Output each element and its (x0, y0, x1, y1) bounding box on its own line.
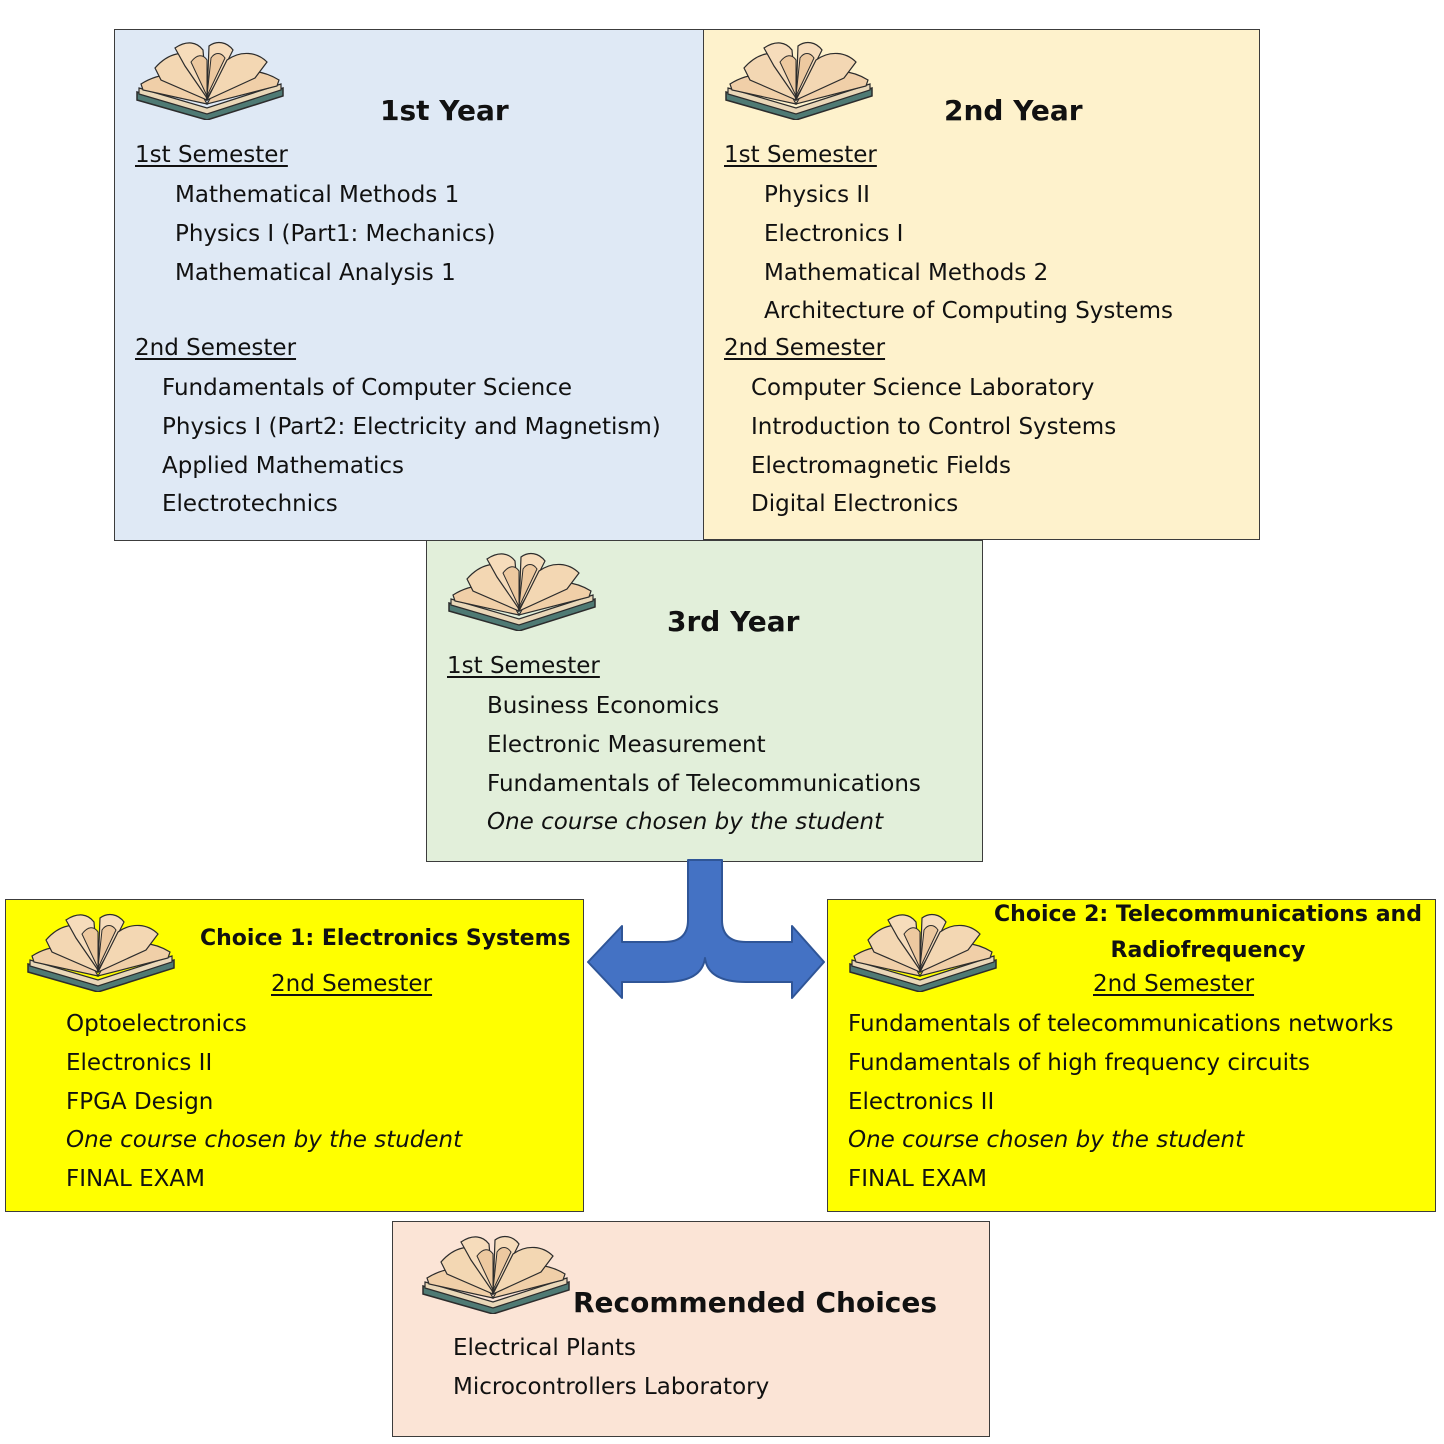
open-book-icon (26, 910, 176, 992)
open-book-icon (848, 910, 998, 992)
course-item: Fundamentals of Telecommunications (487, 770, 921, 797)
course-item: One course chosen by the student (848, 1127, 1245, 1154)
course-item: Electronic Measurement (487, 731, 766, 758)
year1-sem1-label: 1st Semester (135, 142, 288, 168)
choice2-title: Choice 2: Telecommunications and Radiofr… (988, 897, 1428, 969)
open-book-icon (447, 549, 597, 631)
course-item: Applied Mathematics (162, 452, 404, 479)
course-item: Digital Electronics (751, 491, 959, 518)
choice2-box: Choice 2: Telecommunications and Radiofr… (827, 899, 1436, 1212)
course-item: Microcontrollers Laboratory (453, 1373, 770, 1400)
course-item: FPGA Design (66, 1088, 214, 1115)
open-book-icon (724, 38, 874, 120)
choice1-title: Choice 1: Electronics Systems (200, 926, 571, 951)
recommended-courses: Electrical Plants Microcontrollers Labor… (453, 1329, 769, 1407)
course-item: Electrotechnics (162, 491, 338, 518)
year1-title: 1st Year (380, 94, 509, 127)
course-item: Physics I (Part2: Electricity and Magnet… (162, 413, 661, 440)
course-item: Electrical Plants (453, 1335, 636, 1361)
choice2-courses: Fundamentals of telecommunications netwo… (848, 1005, 1394, 1199)
choice2-title-line2: Radiofrequency (1110, 938, 1306, 963)
course-item: Mathematical Methods 2 (764, 259, 1049, 286)
course-item: Electromagnetic Fields (751, 452, 1012, 479)
course-item: Computer Science Laboratory (751, 375, 1095, 401)
course-item: Introduction to Control Systems (751, 413, 1117, 440)
course-item: One course chosen by the student (66, 1127, 463, 1154)
recommended-box: Recommended Choices Electrical Plants Mi… (392, 1221, 990, 1437)
course-item: FINAL EXAM (848, 1166, 987, 1193)
course-item: Fundamentals of Computer Science (162, 375, 573, 401)
choice1-box: Choice 1: Electronics Systems 2nd Semest… (5, 899, 584, 1212)
year3-title: 3rd Year (667, 605, 800, 638)
course-item: Fundamentals of high frequency circuits (848, 1049, 1310, 1076)
year1-sem2-courses: Fundamentals of Computer Science Physics… (162, 369, 661, 524)
course-item: Mathematical Analysis 1 (175, 259, 456, 286)
fork-arrow (587, 859, 825, 999)
course-item: Physics I (Part1: Mechanics) (175, 220, 496, 247)
course-item: One course chosen by the student (487, 809, 884, 836)
recommended-title: Recommended Choices (573, 1286, 938, 1319)
course-item: Architecture of Computing Systems (764, 298, 1173, 325)
year2-title: 2nd Year (944, 94, 1083, 127)
choice2-sem-label: 2nd Semester (1093, 971, 1255, 997)
year1-box: 1st Year 1st Semester Mathematical Metho… (114, 29, 704, 541)
year3-box: 3rd Year 1st Semester Business Economics… (426, 540, 983, 862)
choice1-courses: Optoelectronics Electronics II FPGA Desi… (66, 1005, 462, 1199)
course-item: Optoelectronics (66, 1011, 247, 1037)
course-item: Electronics II (66, 1049, 213, 1076)
course-item: Business Economics (487, 693, 720, 719)
year3-sem1-label: 1st Semester (447, 653, 600, 679)
open-book-icon (421, 1232, 571, 1314)
course-item: Electronics I (764, 220, 904, 247)
choice2-title-line1: Choice 2: Telecommunications and (994, 902, 1422, 927)
choice1-sem-label: 2nd Semester (271, 971, 433, 997)
year3-sem1-courses: Business Economics Electronic Measuremen… (487, 687, 921, 842)
year2-sem1-courses: Physics II Electronics I Mathematical Me… (764, 176, 1173, 331)
open-book-icon (135, 38, 285, 120)
year2-sem1-label: 1st Semester (724, 142, 877, 168)
course-item: Physics II (764, 182, 870, 208)
course-item: Fundamentals of telecommunications netwo… (848, 1011, 1394, 1037)
course-item: Electronics II (848, 1088, 995, 1115)
year1-sem1-courses: Mathematical Methods 1 Physics I (Part1:… (175, 176, 495, 292)
course-item: FINAL EXAM (66, 1166, 205, 1193)
course-item: Mathematical Methods 1 (175, 182, 460, 208)
year2-sem2-courses: Computer Science Laboratory Introduction… (751, 369, 1116, 524)
year2-box: 2nd Year 1st Semester Physics II Electro… (703, 29, 1260, 540)
year2-sem2-label: 2nd Semester (724, 335, 886, 361)
year1-sem2-label: 2nd Semester (135, 335, 297, 361)
